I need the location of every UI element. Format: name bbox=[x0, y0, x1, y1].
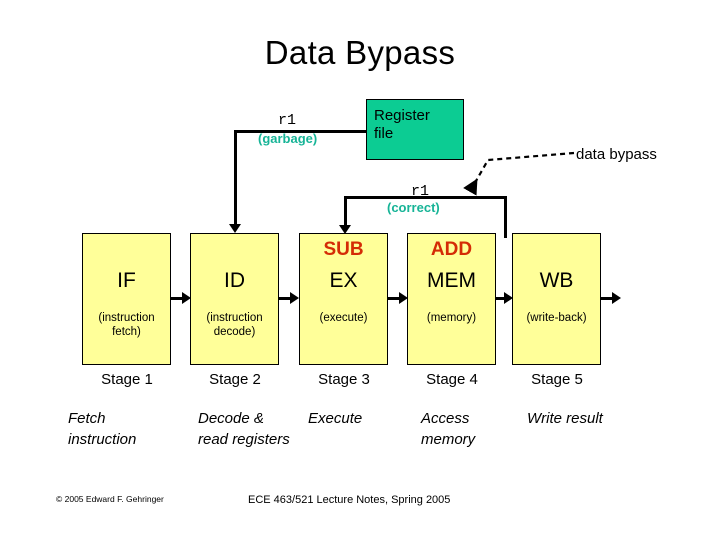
flow-arrow-ex-mem bbox=[399, 292, 408, 304]
register-file-box: Register file bbox=[366, 99, 464, 160]
stage-id-abbr: ID bbox=[224, 269, 245, 292]
stage-mem-abbr: MEM bbox=[427, 269, 476, 292]
pipeline-stage-mem[interactable]: ADD MEM (memory) bbox=[407, 233, 496, 365]
stage-description-1: Fetch instruction bbox=[68, 410, 137, 448]
stage-wb-abbr: WB bbox=[539, 269, 574, 292]
pipeline-stage-if[interactable]: IF (instruction fetch) bbox=[82, 233, 171, 365]
regfile-to-id-vertical-line bbox=[234, 130, 237, 225]
stage-mem-desc: (memory) bbox=[426, 312, 477, 324]
flow-arrow-if-id bbox=[182, 292, 191, 304]
pipeline-stage-wb[interactable]: WB (write-back) bbox=[512, 233, 601, 365]
page-title: Data Bypass bbox=[264, 34, 456, 71]
stage-number-4: Stage 4 bbox=[426, 371, 478, 388]
stage-ex-desc: (execute) bbox=[319, 312, 368, 324]
copyright-text: © 2005 Edward F. Gehringer bbox=[56, 494, 164, 504]
stage-number-3: Stage 3 bbox=[318, 371, 370, 388]
stage-number-1: Stage 1 bbox=[101, 371, 153, 388]
flow-line-mem-wb bbox=[496, 297, 507, 300]
stage-id-desc: (instruction decode) bbox=[206, 312, 263, 338]
stage-description-2: Decode & read registers bbox=[198, 410, 290, 448]
stage-if-desc: (instruction fetch) bbox=[98, 312, 155, 338]
mem-to-ex-right-vertical-line bbox=[504, 196, 507, 238]
mem-to-ex-left-vertical-line bbox=[344, 196, 347, 226]
r1-garbage-value: r1 bbox=[278, 112, 297, 129]
r1-correct-note: (correct) bbox=[387, 200, 440, 215]
r1-garbage-note: (garbage) bbox=[258, 131, 318, 146]
data-bypass-label: data bypass bbox=[576, 146, 657, 163]
course-footnote: ECE 463/521 Lecture Notes, Spring 2005 bbox=[248, 494, 451, 506]
stage-description-4: Access memory bbox=[421, 410, 476, 448]
mem-to-ex-horizontal-line bbox=[344, 196, 507, 199]
flow-arrow-wb-out bbox=[612, 292, 621, 304]
stage-description-5: Write result bbox=[527, 410, 603, 427]
register-file-label-line2: file bbox=[374, 125, 394, 142]
mem-to-ex-arrowhead bbox=[339, 225, 351, 234]
stage-wb-desc: (write-back) bbox=[526, 312, 587, 324]
r1-correct-value: r1 bbox=[411, 183, 430, 200]
flow-line-id-ex bbox=[279, 297, 293, 300]
stage-number-5: Stage 5 bbox=[531, 371, 583, 388]
flow-arrow-id-ex bbox=[290, 292, 299, 304]
stage-number-2: Stage 2 bbox=[209, 371, 261, 388]
flow-arrow-mem-wb bbox=[504, 292, 513, 304]
flow-line-wb-out bbox=[601, 297, 615, 300]
stage-ex-op: SUB bbox=[323, 239, 364, 260]
stage-description-3: Execute bbox=[308, 410, 363, 427]
pipeline-stage-id[interactable]: ID (instruction decode) bbox=[190, 233, 279, 365]
stage-ex-abbr: EX bbox=[329, 269, 358, 292]
flow-line-if-id bbox=[171, 297, 185, 300]
regfile-to-id-horizontal-line bbox=[234, 130, 367, 133]
register-file-label-line1: Register bbox=[374, 107, 430, 124]
stage-mem-op: ADD bbox=[430, 239, 473, 260]
stage-if-abbr: IF bbox=[117, 269, 136, 292]
flow-line-ex-mem bbox=[388, 297, 402, 300]
regfile-to-id-arrowhead bbox=[229, 224, 241, 233]
pipeline-stage-ex[interactable]: SUB EX (execute) bbox=[299, 233, 388, 365]
